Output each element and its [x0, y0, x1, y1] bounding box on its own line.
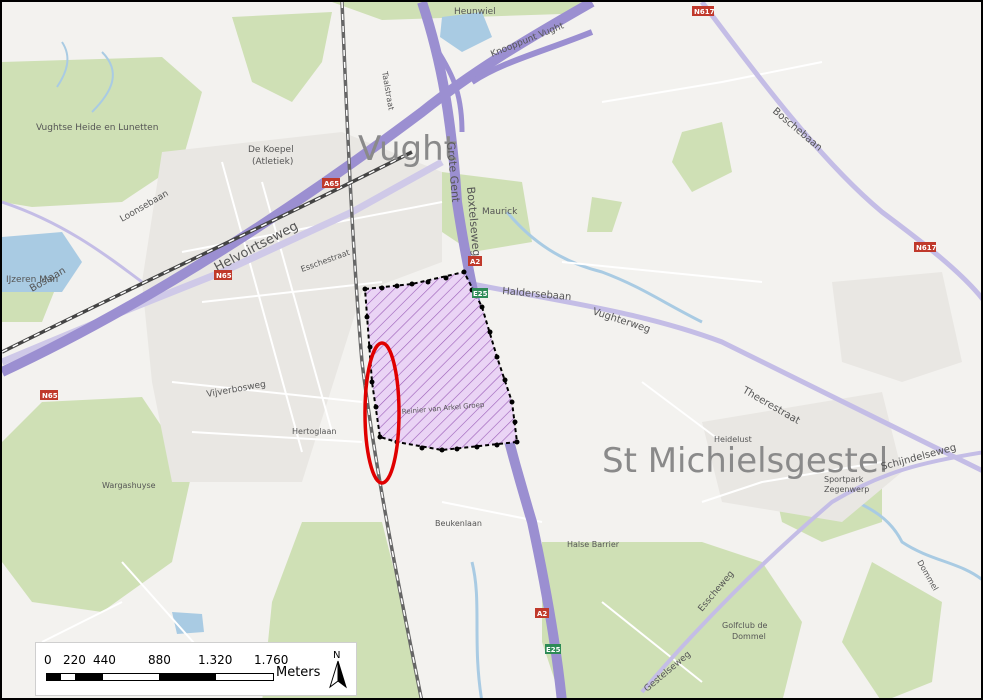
- svg-text:Zegenwerp: Zegenwerp: [824, 485, 869, 494]
- svg-text:Haldersebaan: Haldersebaan: [502, 286, 572, 303]
- svg-text:IJzeren Man: IJzeren Man: [6, 275, 58, 285]
- svg-text:Golfclub de: Golfclub de: [722, 621, 768, 630]
- scale-tick: 1.320: [198, 653, 233, 667]
- svg-text:Maurick: Maurick: [482, 207, 518, 217]
- north-arrow-icon: N: [329, 650, 347, 689]
- svg-text:N65: N65: [216, 272, 232, 280]
- svg-text:(Atletiek): (Atletiek): [252, 157, 293, 167]
- place-vught: Vught: [358, 129, 457, 169]
- place-st-michielsgestel: St Michielsgestel: [602, 441, 888, 481]
- svg-text:N617: N617: [916, 244, 937, 252]
- svg-text:Vughtse Heide en Lunetten: Vughtse Heide en Lunetten: [36, 123, 158, 133]
- svg-text:Heidelust: Heidelust: [714, 435, 752, 444]
- scale-bar: 0 220 440 880 1.320 1.760 Meters N: [35, 642, 357, 696]
- svg-text:Wargashuyse: Wargashuyse: [102, 481, 156, 490]
- scale-tick: 1.760: [254, 653, 289, 667]
- svg-text:Boxtelseweg: Boxtelseweg: [464, 186, 483, 257]
- svg-text:A2: A2: [470, 258, 480, 266]
- svg-text:Beukenlaan: Beukenlaan: [435, 519, 482, 528]
- water-bodies: [2, 12, 981, 698]
- svg-text:Heunwiel: Heunwiel: [454, 7, 496, 17]
- svg-text:A2: A2: [537, 610, 547, 618]
- svg-text:N: N: [333, 650, 340, 661]
- scale-unit-label: Meters: [276, 665, 321, 680]
- svg-text:Dommel: Dommel: [732, 632, 766, 641]
- svg-text:N617: N617: [694, 8, 715, 16]
- study-area-polygon[interactable]: [363, 270, 519, 452]
- svg-text:Taalstraat: Taalstraat: [380, 70, 396, 111]
- svg-text:A65: A65: [324, 180, 339, 188]
- scale-tick: 440: [93, 653, 116, 667]
- svg-text:E25: E25: [546, 646, 561, 654]
- scale-tick: 880: [148, 653, 171, 667]
- svg-text:Halse Barrier: Halse Barrier: [567, 540, 620, 549]
- scale-bar-graphic: [46, 673, 274, 681]
- scale-tick: 0: [44, 653, 52, 667]
- svg-text:Grote Gent: Grote Gent: [444, 141, 462, 203]
- road-shields: A65 N65 N65 A2 E25 N617 N617 A2 E25: [40, 6, 937, 654]
- svg-text:De Koepel: De Koepel: [248, 145, 294, 155]
- highlight-ellipse: [363, 341, 401, 485]
- svg-text:Sportpark: Sportpark: [824, 475, 864, 484]
- svg-text:Boschebaan: Boschebaan: [770, 106, 824, 154]
- railways: [2, 2, 423, 698]
- scale-tick: 220: [63, 653, 86, 667]
- svg-text:E25: E25: [473, 290, 488, 298]
- svg-text:Hertoglaan: Hertoglaan: [292, 427, 336, 436]
- svg-text:Dommel: Dommel: [915, 559, 940, 593]
- minor-roads: [41, 61, 883, 683]
- svg-text:N65: N65: [42, 392, 58, 400]
